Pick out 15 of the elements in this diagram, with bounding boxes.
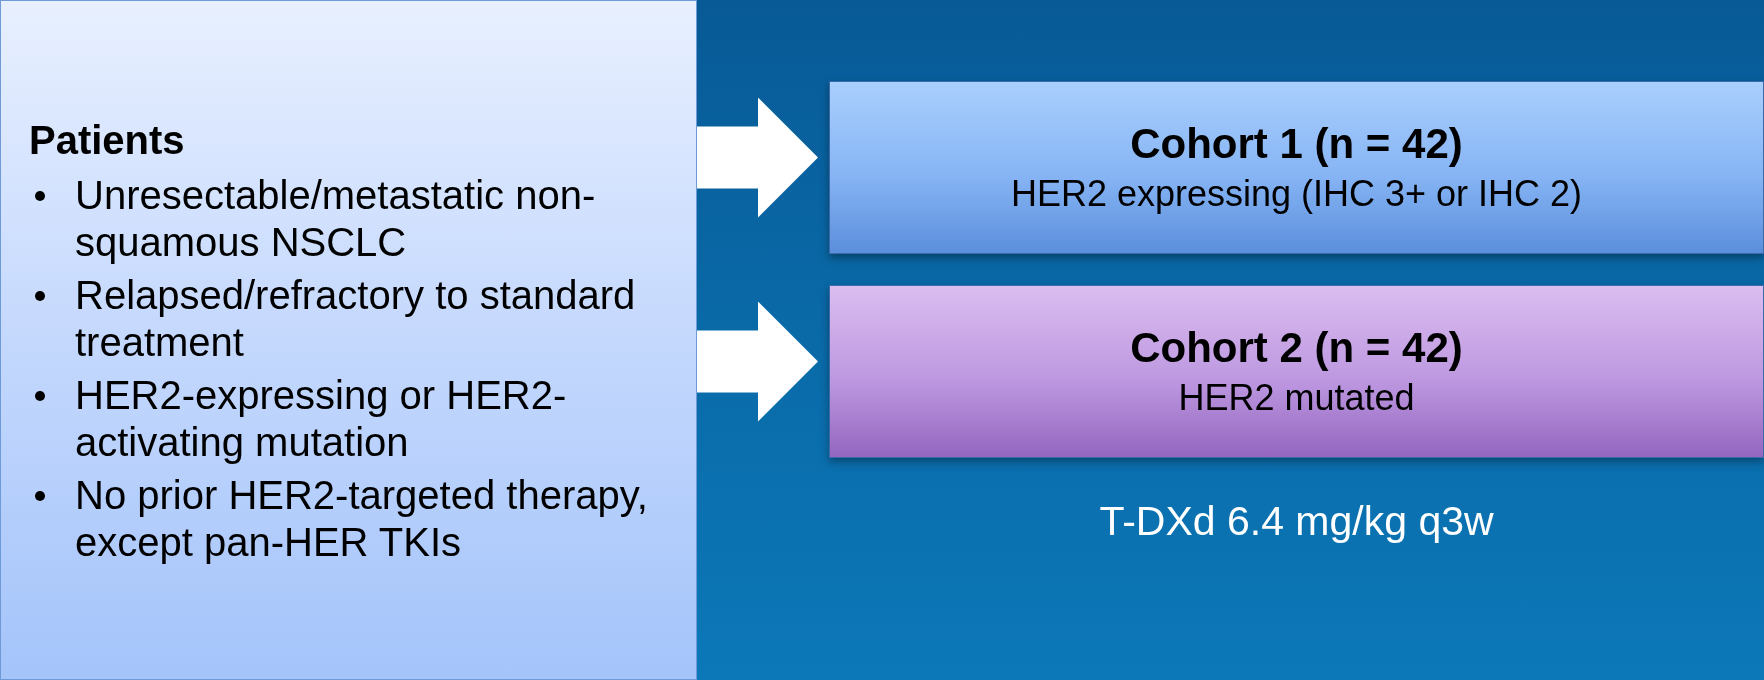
block-arrow xyxy=(697,97,818,218)
eligibility-panel xyxy=(0,0,697,680)
cohort-box xyxy=(829,81,1764,254)
cohort-description: HER2 expressing (IHC 3+ or IHC 2) xyxy=(1010,172,1583,217)
bullet-text: Relapsed/refractory to standard treatment xyxy=(75,272,637,366)
cohort-description: HER2 mutated xyxy=(1178,376,1415,421)
block-arrow xyxy=(697,301,818,422)
cohort-title: Cohort 2 (n = 42) xyxy=(1130,322,1463,373)
cohort-title: Cohort 1 (n = 42) xyxy=(1130,118,1463,169)
dosage-label: T-DXd 6.4 mg/kg q3w xyxy=(1098,498,1495,545)
bullet-text: HER2-expressing or HER2-activating mutation xyxy=(75,372,568,466)
panel-heading: Patients xyxy=(29,117,186,164)
cohort-box xyxy=(829,285,1764,458)
bullet-text: No prior HER2-targeted therapy, except pan-HER TKIs xyxy=(75,472,649,566)
bullet-text: Unresectable/metastatic non-squamous NSCLC xyxy=(75,172,597,266)
